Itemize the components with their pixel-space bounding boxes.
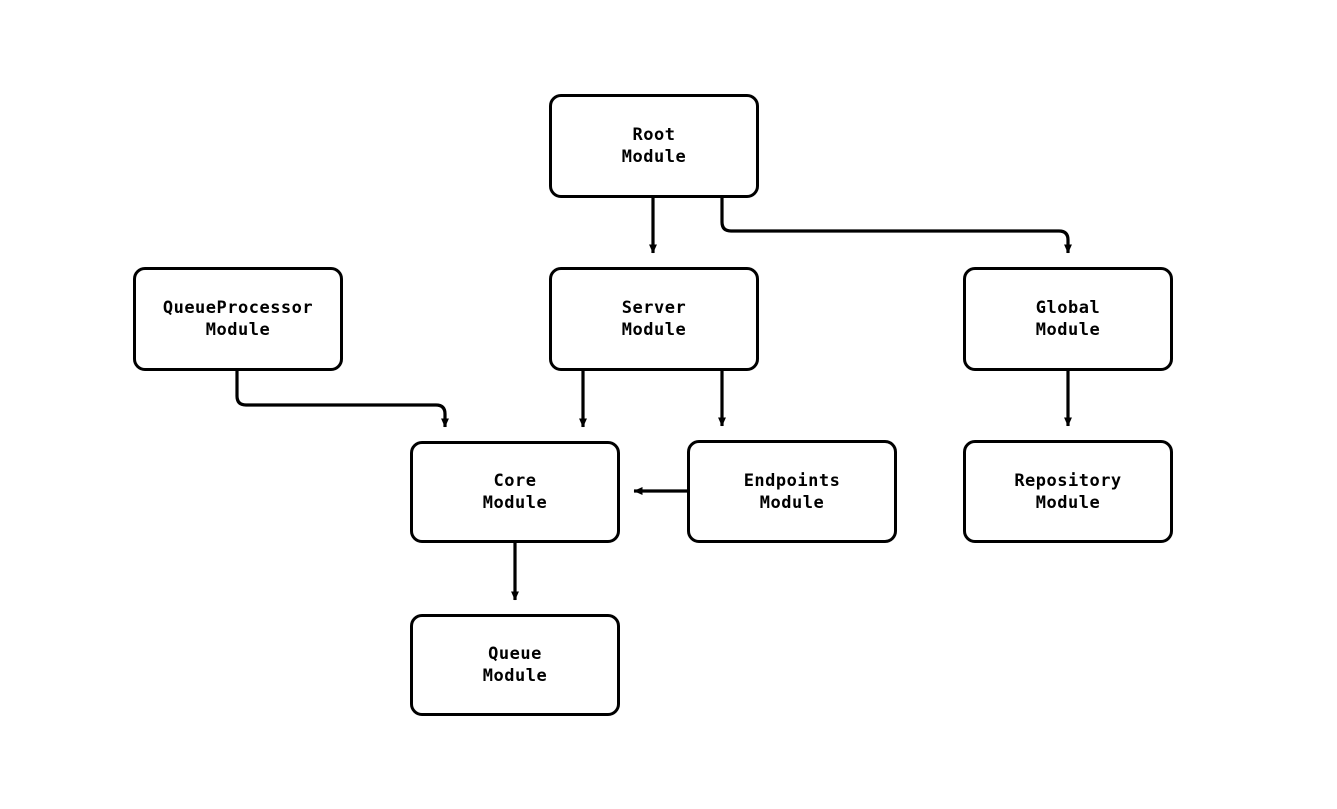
node-core-module[interactable]: Core Module <box>410 441 620 543</box>
node-queueprocessor-module-name: QueueProcessor <box>162 298 314 318</box>
node-global-module-name: Global <box>1035 298 1101 318</box>
node-server-module[interactable]: Server Module <box>549 267 759 371</box>
node-queue-module-suffix: Module <box>482 666 548 686</box>
node-root-module[interactable]: Root Module <box>549 94 759 198</box>
node-core-module-suffix: Module <box>482 493 548 513</box>
node-core-module-name: Core <box>493 471 537 491</box>
node-server-module-suffix: Module <box>621 320 687 340</box>
node-queueprocessor-module[interactable]: QueueProcessor Module <box>133 267 343 371</box>
node-server-module-name: Server <box>621 298 687 318</box>
edge-queueprocessor-to-core <box>235 371 449 428</box>
node-queue-module[interactable]: Queue Module <box>410 614 620 716</box>
node-endpoints-module-name: Endpoints <box>743 470 841 491</box>
node-root-module-name: Root <box>632 125 676 145</box>
node-queue-module-name: Queue <box>488 644 542 664</box>
node-repository-module-suffix: Module <box>1035 492 1101 513</box>
node-queueprocessor-module-suffix: Module <box>205 320 271 340</box>
node-endpoints-module[interactable]: Endpoints Module <box>687 440 897 543</box>
node-root-module-suffix: Module <box>621 147 687 167</box>
node-global-module[interactable]: Global Module <box>963 267 1173 371</box>
node-endpoints-module-suffix: Module <box>759 492 825 513</box>
node-repository-module[interactable]: Repository Module <box>963 440 1173 543</box>
node-global-module-suffix: Module <box>1035 320 1101 340</box>
edge-root-to-global <box>720 198 1072 254</box>
node-repository-module-name: Repository <box>1014 470 1122 491</box>
